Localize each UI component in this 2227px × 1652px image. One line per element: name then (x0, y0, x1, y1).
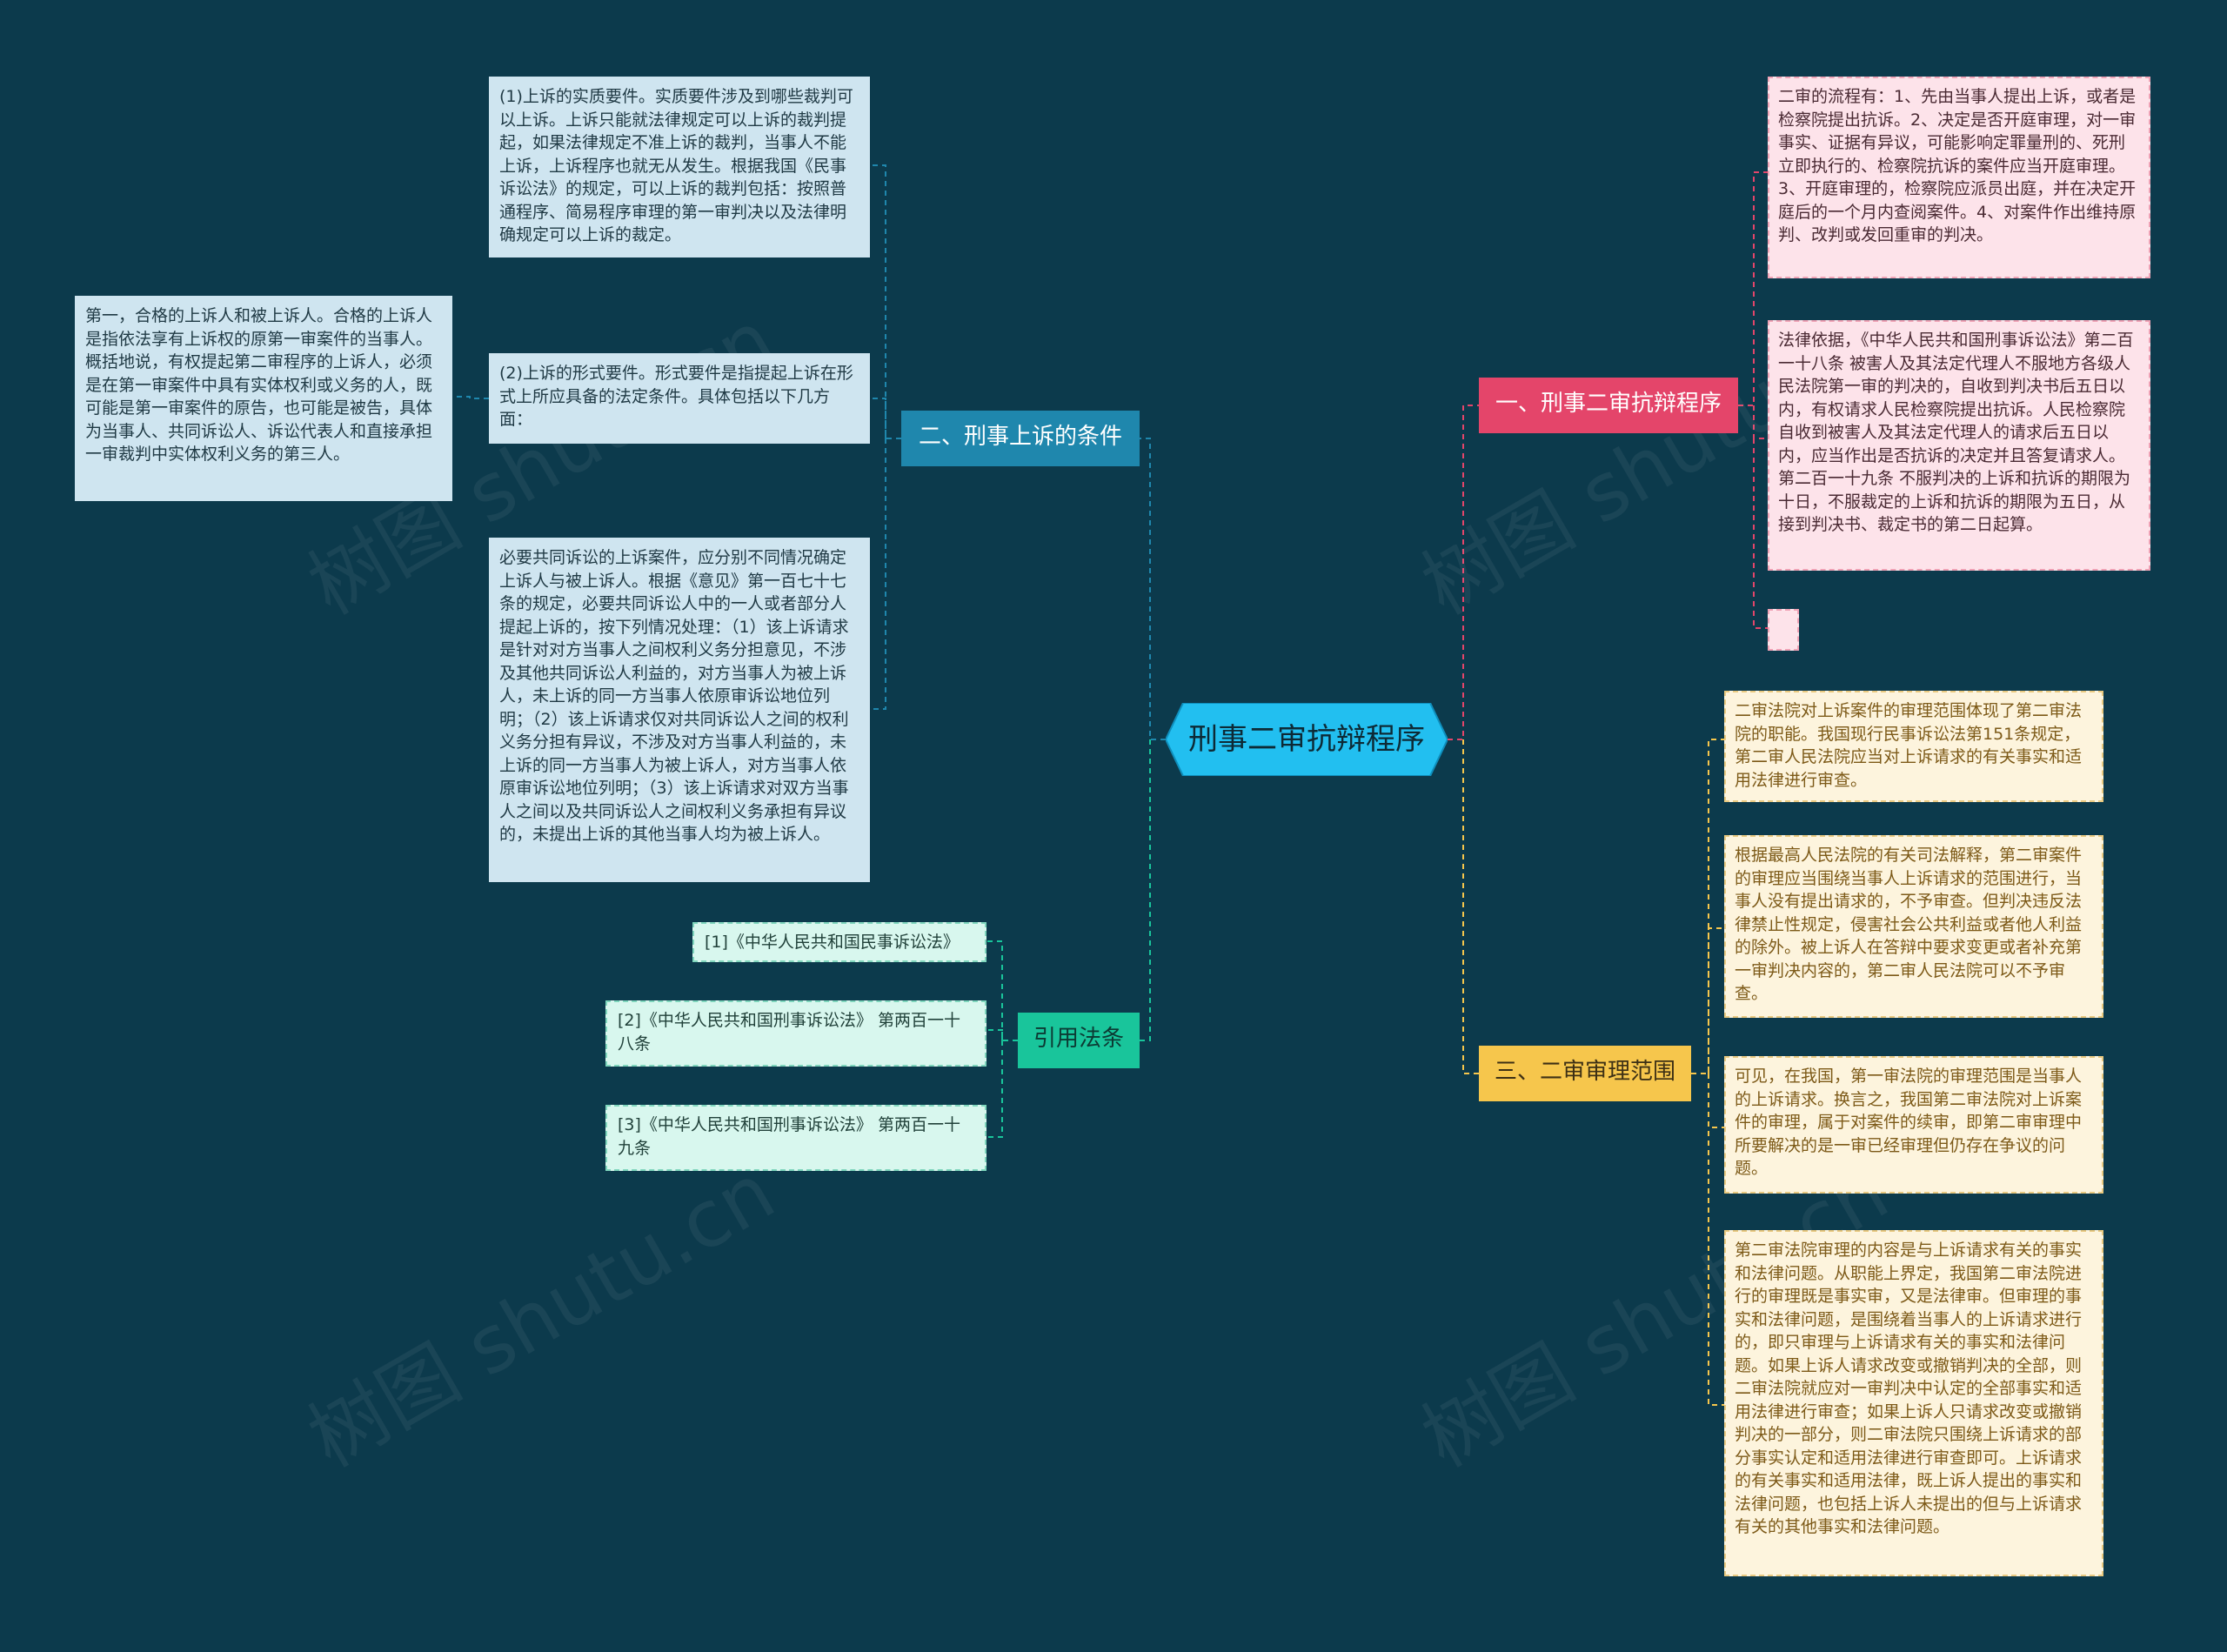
leaf-text: (2)上诉的形式要件。形式要件是指提起上诉在形式上所应具备的法定条件。具体包括以… (499, 364, 853, 429)
branch-label: 三、二审审理范围 (1494, 1059, 1675, 1085)
leaf-formal-requirements[interactable]: (2)上诉的形式要件。形式要件是指提起上诉在形式上所应具备的法定条件。具体包括以… (489, 353, 870, 444)
leaf-criminal-procedure-218[interactable]: [2]《中华人民共和国刑事诉讼法》 第两百一十八条 (605, 1000, 986, 1067)
link-root-b1 (1448, 405, 1479, 740)
leaf-text: 必要共同诉讼的上诉案件，应分别不同情况确定上诉人与被上诉人。根据《意见》第一百七… (499, 548, 849, 844)
leaf-continuation-review[interactable]: 可见，在我国，第一审法院的审理范围是当事人的上诉请求。换言之，我国第二审法院对上… (1724, 1056, 2103, 1194)
leaf-qualified-appellant[interactable]: 第一，合格的上诉人和被上诉人。合格的上诉人是指依法享有上诉权的原第一审案件的当事… (75, 296, 452, 501)
leaf-legal-basis[interactable]: 法律依据，《中华人民共和国刑事诉讼法》第二百一十八条 被害人及其法定代理人不服地… (1768, 320, 2150, 571)
link-b2-leaves (870, 164, 901, 710)
branch-review-scope[interactable]: 三、二审审理范围 (1479, 1046, 1691, 1101)
leaf-substantive-requirements[interactable]: (1)上诉的实质要件。实质要件涉及到哪些裁判可以上诉。上诉只能就法律规定可以上诉… (489, 77, 870, 257)
leaf-text: [1]《中华人民共和国民事诉讼法》 (705, 933, 960, 952)
root-hexagon-shape (1166, 703, 1448, 776)
leaf-scope-function[interactable]: 二审法院对上诉案件的审理范围体现了第二审法院的职能。我国现行民事诉讼法第151条… (1724, 691, 2103, 802)
branch-label: 一、刑事二审抗辩程序 (1495, 391, 1722, 417)
branch-cited-laws[interactable]: 引用法条 (1018, 1013, 1140, 1068)
leaf-text: 第二审法院审理的内容是与上诉请求有关的事实和法律问题。从职能上界定，我国第二审法… (1735, 1241, 2083, 1536)
link-b1-leaves (1738, 171, 1768, 629)
leaf-text: 第一，合格的上诉人和被上诉人。合格的上诉人是指依法享有上诉权的原第一审案件的当事… (85, 306, 433, 464)
branch-label: 引用法条 (1033, 1026, 1124, 1052)
link-root-b2 (1140, 438, 1166, 740)
branch-label: 二、刑事上诉的条件 (918, 424, 1122, 450)
root-node[interactable]: 刑事二审抗辩程序 (1166, 703, 1448, 776)
leaf-text: [2]《中华人民共和国刑事诉讼法》 第两百一十八条 (618, 1011, 960, 1053)
leaf-criminal-procedure-219[interactable]: [3]《中华人民共和国刑事诉讼法》 第两百一十九条 (605, 1105, 986, 1171)
link-b2-sub (452, 396, 489, 399)
link-root-b3 (1462, 739, 1479, 1074)
leaf-empty[interactable] (1768, 609, 1799, 651)
branch-criminal-appeal-procedure[interactable]: 一、刑事二审抗辩程序 (1479, 378, 1738, 433)
leaf-text: 二审的流程有：1、先由当事人提出上诉，或者是检察院提出抗诉。2、决定是否开庭审理… (1778, 87, 2137, 244)
root-title: 刑事二审抗辩程序 (1188, 722, 1425, 757)
leaf-text: 可见，在我国，第一审法院的审理范围是当事人的上诉请求。换言之，我国第二审法院对上… (1735, 1067, 2083, 1178)
leaf-joint-litigation[interactable]: 必要共同诉讼的上诉案件，应分别不同情况确定上诉人与被上诉人。根据《意见》第一百七… (489, 538, 870, 882)
leaf-fact-and-law-review[interactable]: 第二审法院审理的内容是与上诉请求有关的事实和法律问题。从职能上界定，我国第二审法… (1724, 1230, 2103, 1576)
link-root-b4 (1140, 739, 1151, 1041)
branch-appeal-conditions[interactable]: 二、刑事上诉的条件 (901, 411, 1140, 466)
leaf-text: 法律依据，《中华人民共和国刑事诉讼法》第二百一十八条 被害人及其法定代理人不服地… (1778, 331, 2134, 534)
leaf-text: 根据最高人民法院的有关司法解释，第二审案件的审理应当围绕当事人上诉请求的范围进行… (1735, 846, 2083, 1003)
link-b4-leaves (986, 940, 1018, 1138)
link-b3-leaves (1691, 739, 1724, 1406)
leaf-judicial-interpretation[interactable]: 根据最高人民法院的有关司法解释，第二审案件的审理应当围绕当事人上诉请求的范围进行… (1724, 835, 2103, 1018)
leaf-text: [3]《中华人民共和国刑事诉讼法》 第两百一十九条 (618, 1115, 960, 1158)
leaf-text: (1)上诉的实质要件。实质要件涉及到哪些裁判可以上诉。上诉只能就法律规定可以上诉… (499, 87, 853, 244)
leaf-appeal-flow[interactable]: 二审的流程有：1、先由当事人提出上诉，或者是检察院提出抗诉。2、决定是否开庭审理… (1768, 77, 2150, 278)
leaf-civil-procedure-law[interactable]: [1]《中华人民共和国民事诉讼法》 (692, 922, 986, 962)
leaf-text: 二审法院对上诉案件的审理范围体现了第二审法院的职能。我国现行民事诉讼法第151条… (1735, 701, 2083, 790)
